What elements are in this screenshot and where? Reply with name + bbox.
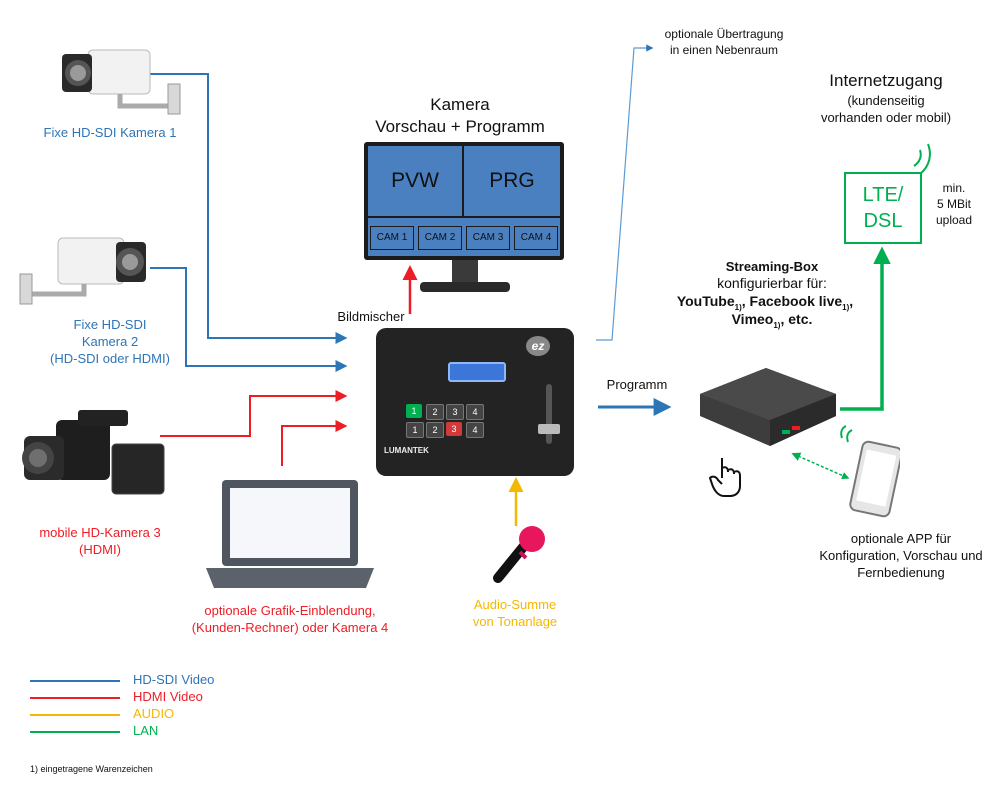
dsl-label: DSL	[863, 210, 903, 232]
mixer-bottom-btn-2[interactable]: 2	[426, 422, 444, 438]
monitor: PVW PRG CAM 1 CAM 2 CAM 3 CAM 4	[364, 142, 564, 260]
mixer-top-btn-4[interactable]: 4	[466, 404, 484, 420]
mixer-logo: ez	[526, 336, 550, 356]
smartphone-icon	[840, 425, 900, 518]
app-line	[791, 452, 850, 480]
internet-sub-1: (kundenseitig	[847, 93, 925, 108]
streaming-box-platforms-1: YouTube1), Facebook live1),	[676, 293, 854, 312]
mixer-bottom-btn-3[interactable]: 3	[446, 422, 462, 436]
upload-speed-3: upload	[935, 213, 973, 227]
camera1-icon	[62, 49, 181, 115]
legend-hdmi: HDMI Video	[30, 689, 290, 705]
monitor-prg: PRG	[464, 146, 560, 218]
legend-audio: AUDIO	[30, 706, 290, 722]
upload-speed-1: min.	[942, 181, 966, 195]
audio-label-2: von Tonanlage	[472, 614, 558, 629]
wireless-signal-icon	[913, 143, 931, 175]
monitor-title-1: Kamera	[430, 95, 490, 114]
cam3-hdmi-line	[160, 390, 348, 437]
legend-audio-line	[30, 714, 120, 716]
monitor-screen: PVW PRG CAM 1 CAM 2 CAM 3 CAM 4	[368, 146, 560, 256]
streaming-box-icon	[700, 368, 836, 446]
camera1-label: Fixe HD-SDI Kamera 1	[43, 125, 177, 140]
streaming-box-subtitle: konfigurierbar für:	[717, 275, 827, 291]
laptop-label-1: optionale Grafik-Einblendung,	[204, 603, 376, 618]
camera2-icon	[19, 237, 146, 305]
video-mixer: ez 1 2 3 4 1 2 3 4 LUMANTEK	[376, 328, 574, 476]
monitor-base	[420, 282, 510, 292]
program-label: Programm	[606, 377, 668, 392]
internet-sub-2: vorhanden oder mobil)	[820, 110, 952, 125]
monitor-cam-3: CAM 3	[466, 226, 510, 250]
laptop-label-2: (Kunden-Rechner) oder Kamera 4	[191, 620, 389, 635]
mixer-top-btn-2[interactable]: 2	[426, 404, 444, 420]
camera3-label-1: mobile HD-Kamera 3	[39, 525, 161, 540]
mixer-top-btn-3[interactable]: 3	[446, 404, 464, 420]
laptop-icon	[206, 480, 374, 588]
app-label-2: Konfiguration, Vorschau und	[819, 548, 983, 563]
monitor-cam-4: CAM 4	[514, 226, 558, 250]
camera2-label-3: (HD-SDI oder HDMI)	[50, 351, 170, 366]
lte-label: LTE/	[862, 184, 904, 206]
monitor-pvw: PVW	[368, 146, 464, 218]
legend-lan-line	[30, 731, 120, 733]
legend-hd-sdi: HD-SDI Video	[30, 672, 290, 688]
monitor-cam-1: CAM 1	[370, 226, 414, 250]
footnote: 1) eingetragene Warenzeichen	[30, 764, 153, 774]
internet-title: Internetzugang	[829, 71, 943, 90]
camera3-label-2: (HDMI)	[79, 542, 121, 557]
monitor-cam-2: CAM 2	[418, 226, 462, 250]
legend-lan: LAN	[30, 723, 290, 739]
mixer-display	[448, 362, 506, 382]
lan-line	[840, 246, 891, 411]
legend-lan-label: LAN	[133, 723, 159, 738]
streaming-box-title: Streaming-Box	[725, 259, 819, 274]
audio-label-1: Audio-Summe	[473, 597, 557, 612]
mixer-tbar-handle[interactable]	[538, 424, 560, 434]
mixer-label: Bildmischer	[337, 309, 405, 324]
legend-hd-sdi-label: HD-SDI Video	[133, 672, 215, 687]
mixer-bottom-btn-4[interactable]: 4	[466, 422, 484, 438]
camera2-label-1: Fixe HD-SDI	[73, 317, 147, 332]
monitor-stand	[452, 260, 478, 282]
legend-hdmi-line	[30, 697, 120, 699]
streaming-box-platforms-2: Vimeo1), etc.	[731, 311, 813, 330]
legend-hd-sdi-line	[30, 680, 120, 682]
monitor-title-2: Vorschau + Programm	[375, 117, 545, 136]
transfer-label-2: in einen Nebenraum	[669, 43, 779, 57]
transfer-line	[596, 44, 654, 341]
legend-audio-label: AUDIO	[133, 706, 175, 721]
cam2-sdi-line	[150, 267, 348, 372]
transfer-label-1: optionale Übertragung	[664, 27, 784, 41]
legend-hdmi-label: HDMI Video	[133, 689, 203, 704]
mixer-top-btn-1[interactable]: 1	[406, 404, 422, 418]
cam1-sdi-line	[150, 73, 348, 344]
mixer-bottom-btn-1[interactable]: 1	[406, 422, 424, 438]
app-label-1: optionale APP für	[850, 531, 952, 546]
camera3-icon	[22, 410, 165, 495]
camera2-label-2: Kamera 2	[81, 334, 139, 349]
app-label-3: Fernbedienung	[857, 565, 945, 580]
mixer-brand: LUMANTEK	[384, 446, 429, 455]
microphone-icon	[493, 526, 545, 583]
hand-pointer-icon	[708, 458, 741, 497]
laptop-hdmi-line	[281, 420, 348, 466]
upload-speed-2: 5 MBit	[936, 197, 971, 211]
mixer-tbar-track	[546, 384, 552, 444]
lte-dsl-box: LTE/ DSL	[844, 172, 922, 244]
